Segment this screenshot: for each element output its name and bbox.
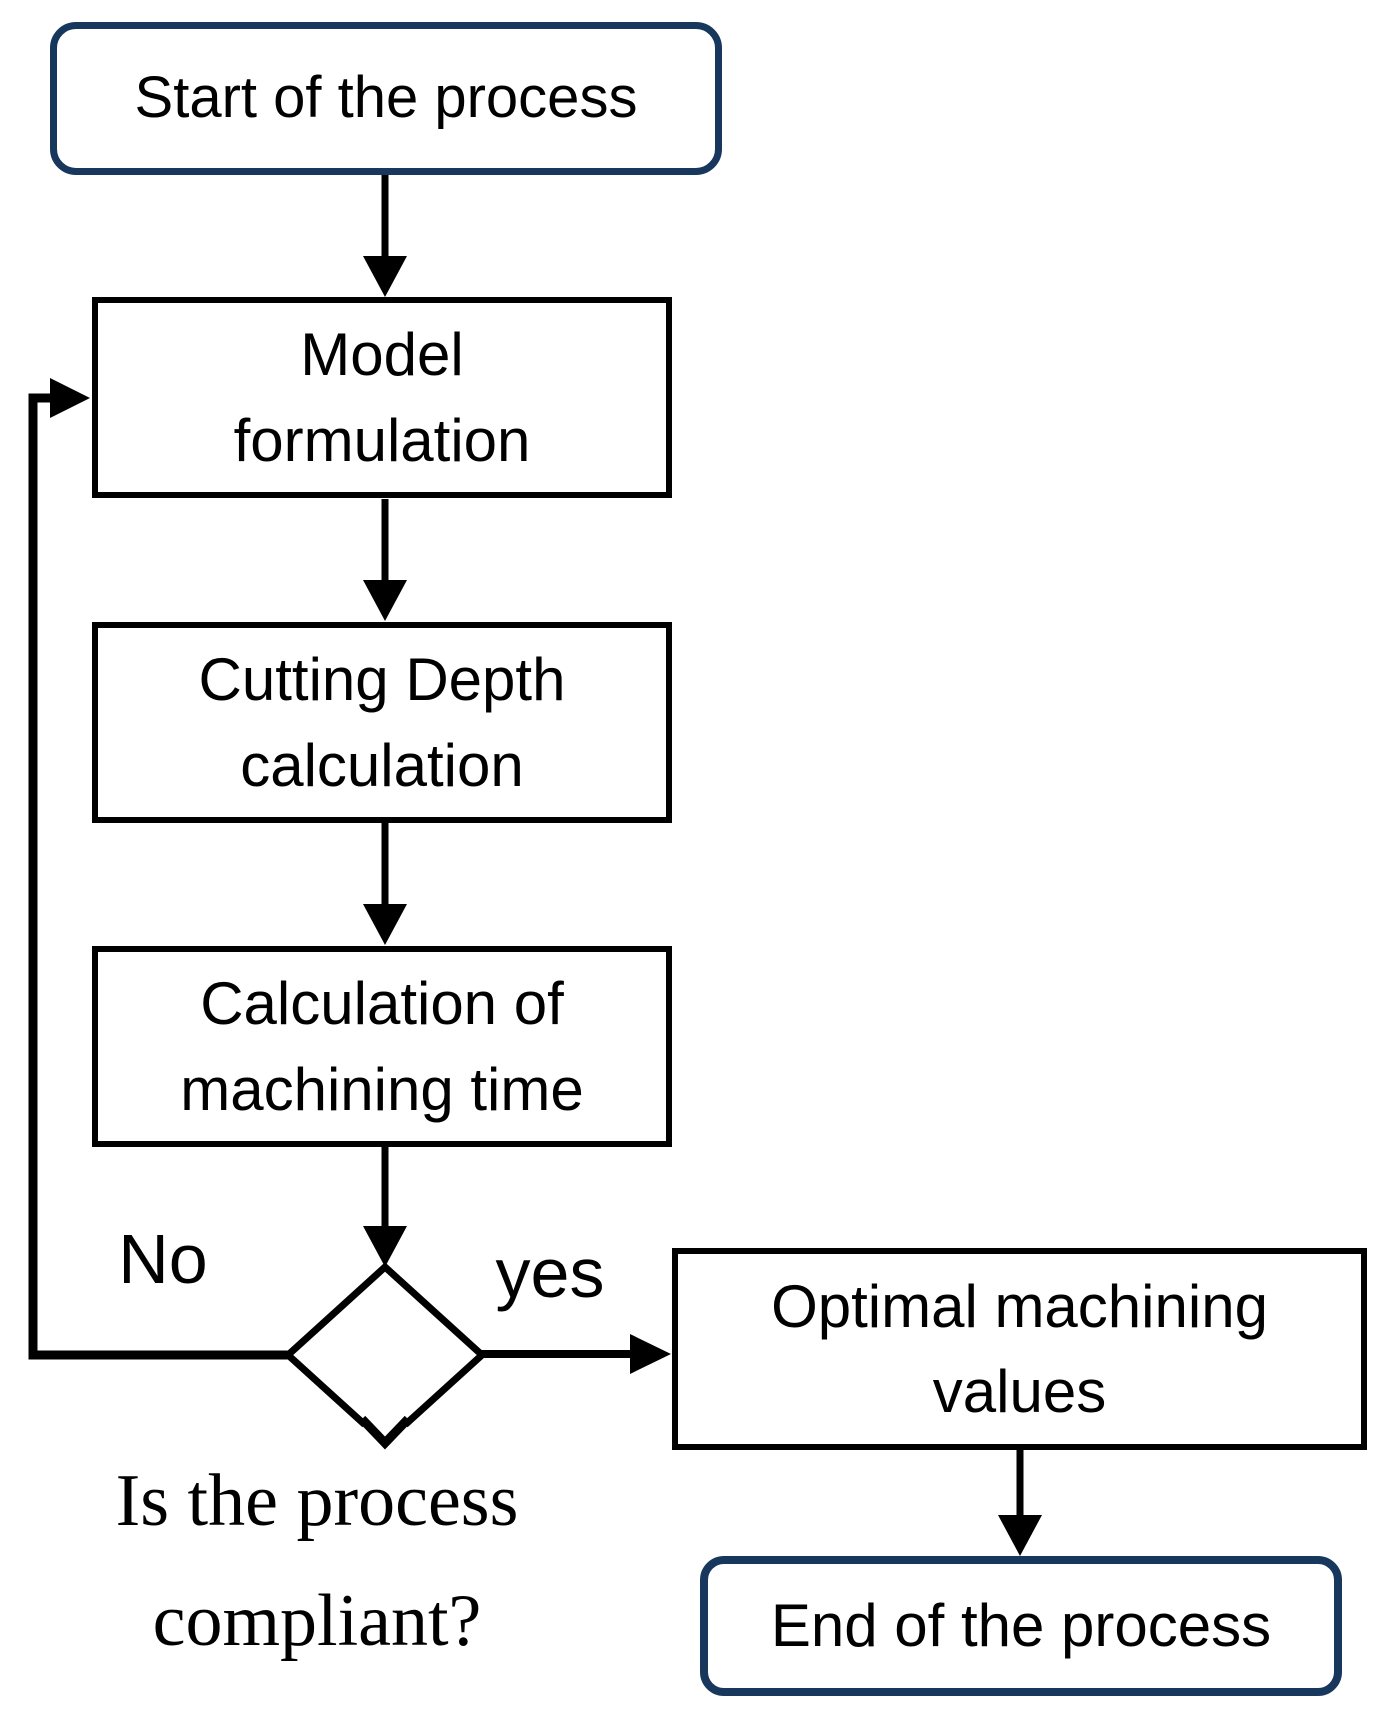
node-start-label: Start of the process [134,65,638,131]
branch-label-no: No [118,1220,208,1298]
arrow-no-loop-head [50,378,90,418]
arrow-calc-to-decision-head [363,1226,407,1267]
decision-question-line1: Is the process [115,1460,519,1543]
decision-diamond [282,1262,488,1448]
arrow-yes-head [630,1334,671,1374]
node-start-terminator: Start of the process [50,22,722,175]
branch-label-yes: yes [495,1234,605,1312]
arrow-start-to-model-head [363,256,407,297]
diamond-bottom-chevron-icon [358,1415,412,1450]
node-model-line1: Model [300,321,464,389]
decision-question-text: Is the process compliant? [116,1442,519,1682]
node-model-formulation: Model formulation [92,297,672,498]
node-cutting-depth: Cutting Depth calculation [92,622,672,823]
node-end-terminator: End of the process [700,1556,1342,1696]
arrow-no-loop-path [28,393,288,1360]
node-cutting-line2: calculation [240,731,524,799]
node-cutting-line1: Cutting Depth [198,646,566,714]
node-machining-time: Calculation of machining time [92,946,672,1147]
node-optimal-line1: Optimal machining [771,1272,1268,1340]
node-model-line2: formulation [233,406,531,474]
arrow-model-to-cutting-head [363,580,407,621]
node-end-label: End of the process [770,1592,1272,1660]
node-calc-line1: Calculation of [200,970,564,1038]
decision-question-line2: compliant? [152,1580,482,1662]
arrow-optimal-to-end-head [998,1515,1042,1556]
arrow-cutting-to-calc-head [363,904,407,945]
node-calc-line2: machining time [180,1055,584,1123]
node-optimal-line2: values [932,1358,1107,1425]
node-optimal-values: Optimal machining values [672,1248,1367,1450]
